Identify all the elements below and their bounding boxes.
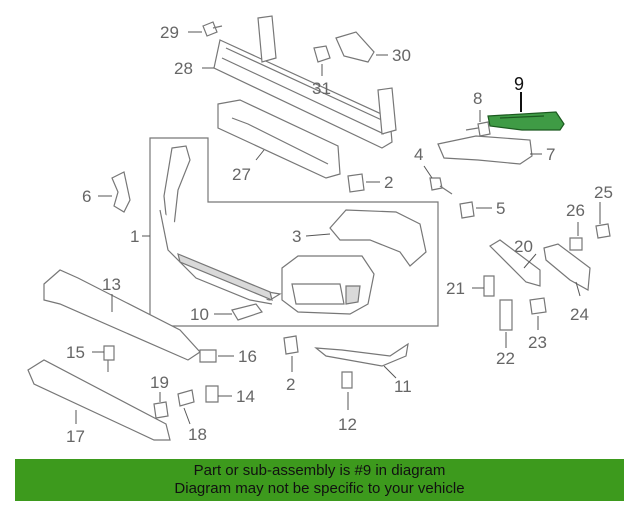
banner-line-1: Part or sub-assembly is #9 in diagram	[193, 462, 446, 479]
clip-23	[529, 297, 547, 315]
callout-31: 31	[312, 79, 331, 98]
clip-16	[199, 349, 217, 363]
callout-29: 29	[160, 23, 179, 42]
clip-2-lower	[283, 335, 299, 355]
screw-15	[103, 345, 115, 372]
callout-18: 18	[188, 425, 207, 444]
clip-31	[313, 45, 331, 63]
trim-10	[231, 303, 263, 321]
bolt-8	[465, 121, 491, 137]
callout-14: 14	[236, 387, 255, 406]
bolt-29	[202, 21, 223, 37]
callout-20: 20	[514, 237, 533, 256]
nut-5	[459, 201, 475, 219]
bolt-22	[499, 299, 513, 331]
clip-2-upper	[347, 173, 365, 193]
callout-6: 6	[82, 187, 91, 206]
banner-line-2: Diagram may not be specific to your vehi…	[174, 480, 465, 497]
bracket-6	[111, 171, 131, 213]
callout-23: 23	[528, 333, 547, 352]
bolt-18	[177, 389, 195, 407]
bolt-4	[429, 177, 453, 195]
clip-26	[569, 237, 583, 251]
callout-28: 28	[174, 59, 193, 78]
trim-11	[314, 342, 409, 367]
callout-2-lower: 2	[286, 375, 295, 394]
callout-25: 25	[594, 183, 613, 202]
callout-3: 3	[292, 227, 301, 246]
bolt-12	[341, 371, 353, 389]
callout-7: 7	[546, 145, 555, 164]
callout-27: 27	[232, 165, 251, 184]
callout-24: 24	[570, 305, 589, 324]
guide-7	[437, 135, 533, 165]
nut-19	[153, 401, 169, 419]
bracket-24	[543, 243, 591, 291]
leader-lines	[75, 31, 601, 425]
bumper-cover	[159, 145, 282, 305]
callout-16: 16	[238, 347, 257, 366]
callout-19: 19	[150, 373, 169, 392]
callout-13: 13	[102, 275, 121, 294]
callout-8: 8	[473, 89, 482, 108]
reinforcement-bar	[213, 15, 397, 149]
callout-21: 21	[446, 279, 465, 298]
callout-11: 11	[394, 377, 412, 396]
grille-insert	[281, 255, 375, 315]
spoiler-17	[27, 359, 171, 441]
callout-17: 17	[66, 427, 85, 446]
bolt-25	[595, 223, 611, 239]
bracket-30	[335, 31, 375, 63]
grille-bracket	[329, 209, 427, 267]
callout-30: 30	[392, 46, 411, 65]
callout-4: 4	[414, 145, 423, 164]
info-banner: Part or sub-assembly is #9 in diagram Di…	[15, 459, 624, 501]
callout-10: 10	[190, 305, 209, 324]
callout-5: 5	[496, 199, 505, 218]
callout-22: 22	[496, 349, 515, 368]
callout-15: 15	[66, 343, 85, 362]
bracket-9-highlighted	[487, 111, 565, 131]
bolt-21	[483, 275, 495, 297]
callout-26: 26	[566, 201, 585, 220]
callout-12: 12	[338, 415, 357, 434]
bracket-20	[489, 239, 541, 287]
callout-1: 1	[130, 227, 139, 246]
bolt-14	[205, 385, 219, 403]
energy-absorber	[217, 99, 341, 179]
callout-2-upper: 2	[384, 173, 393, 192]
callout-9: 9	[514, 74, 524, 94]
